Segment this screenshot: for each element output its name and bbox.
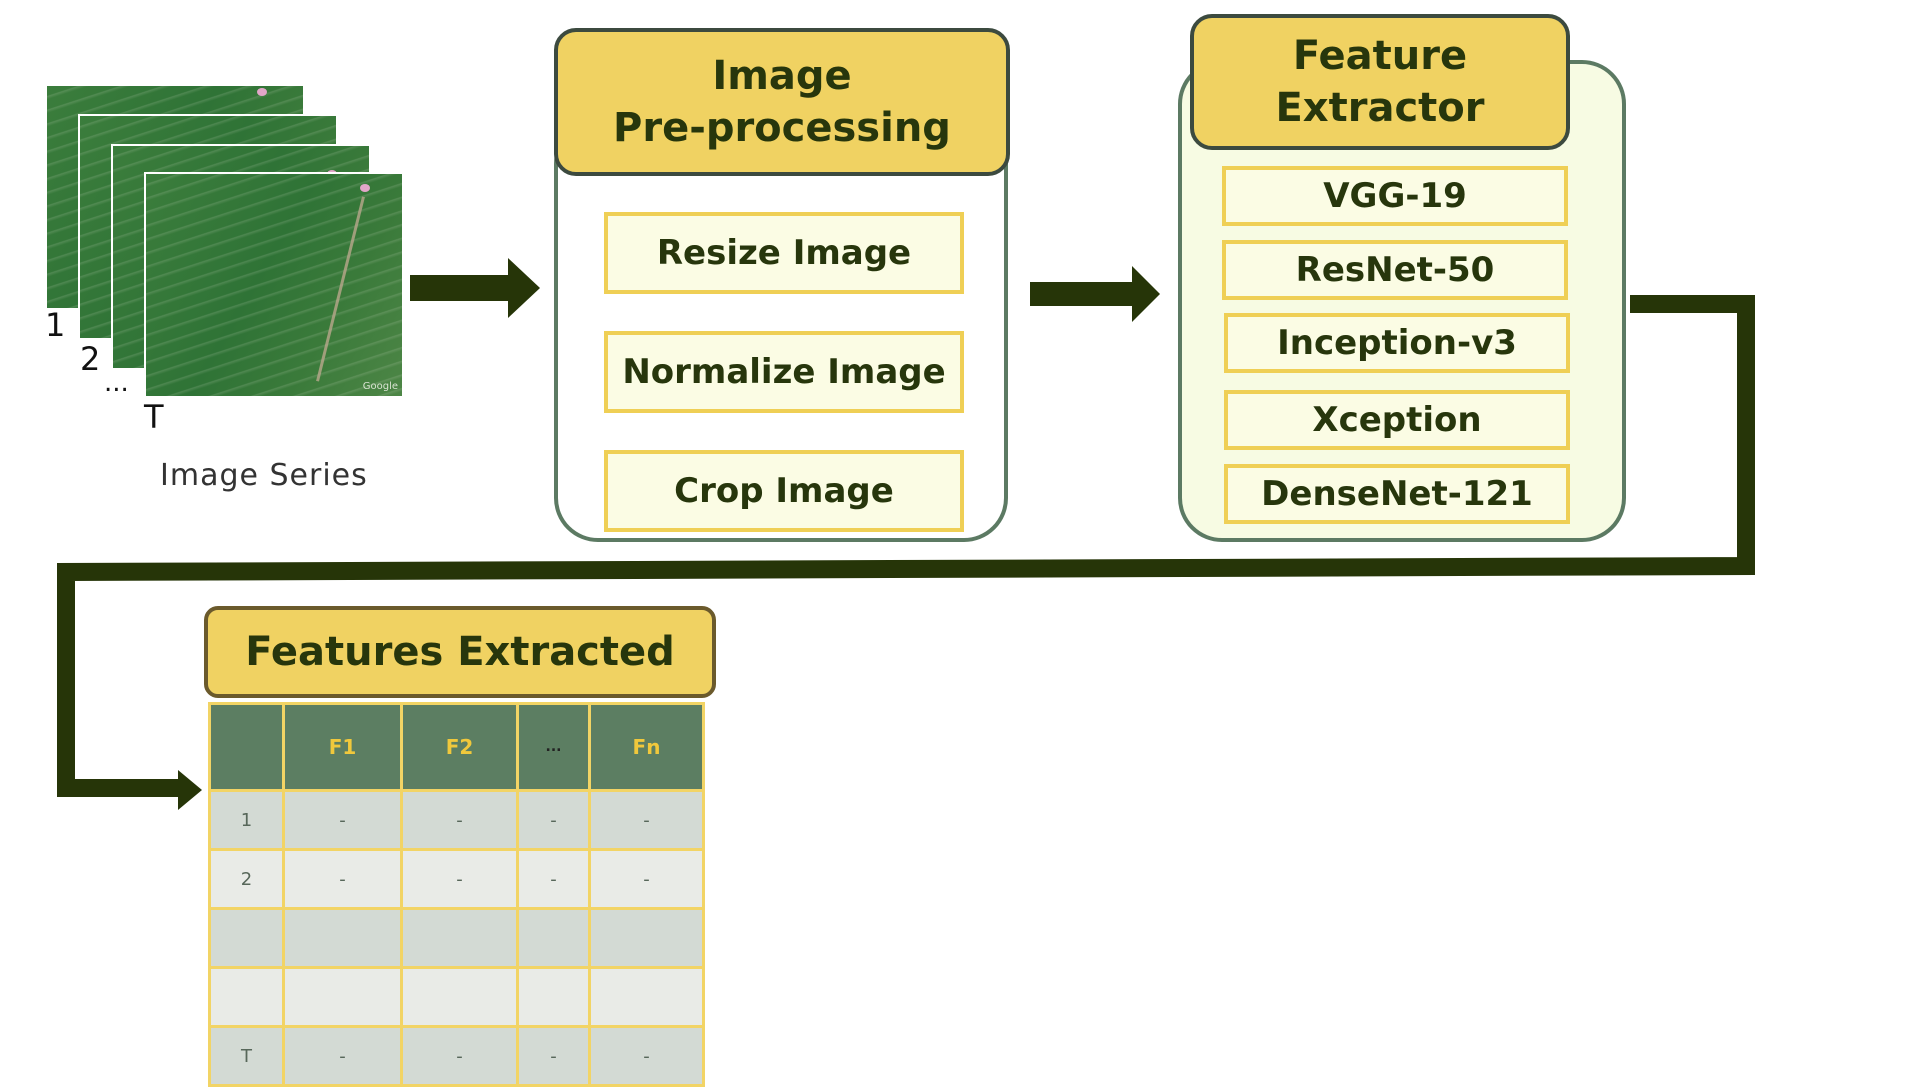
preprocessing-title: Image Pre-processing bbox=[554, 28, 1010, 176]
table-cell bbox=[400, 907, 519, 969]
image-series-caption: Image Series bbox=[160, 458, 368, 493]
feature-extractor-title: Feature Extractor bbox=[1190, 14, 1570, 150]
satellite-image-frame: Google bbox=[144, 172, 404, 398]
table-cell: - bbox=[282, 789, 403, 851]
model-vgg19: VGG-19 bbox=[1222, 166, 1568, 226]
table-row: 2 - - - - bbox=[208, 848, 705, 910]
frame-label-T: T bbox=[144, 398, 164, 436]
table-cell: - bbox=[282, 848, 403, 910]
table-cell: - bbox=[400, 789, 519, 851]
map-watermark: Google bbox=[362, 381, 398, 392]
table-cell: - bbox=[588, 789, 705, 851]
road-line bbox=[316, 196, 365, 382]
column-header: F1 bbox=[282, 702, 403, 792]
table-cell: - bbox=[516, 1025, 591, 1087]
table-row: T - - - - bbox=[208, 1025, 705, 1087]
table-cell: - bbox=[516, 789, 591, 851]
table-cell: - bbox=[400, 1025, 519, 1087]
column-header: ... bbox=[516, 702, 591, 792]
table-cell: - bbox=[516, 848, 591, 910]
frame-label-1: 1 bbox=[45, 306, 66, 344]
crop-image-step: Crop Image bbox=[604, 450, 964, 532]
model-resnet50: ResNet-50 bbox=[1222, 240, 1568, 300]
features-table: F1 F2 ... Fn 1 - - - - 2 - - - - bbox=[208, 702, 705, 1087]
table-cell: - bbox=[282, 1025, 403, 1087]
table-cell bbox=[208, 907, 285, 969]
table-cell: 1 bbox=[208, 789, 285, 851]
normalize-image-step: Normalize Image bbox=[604, 331, 964, 413]
features-extracted-title: Features Extracted bbox=[204, 606, 716, 698]
table-cell bbox=[208, 966, 285, 1028]
column-header bbox=[208, 702, 285, 792]
table-cell: - bbox=[400, 848, 519, 910]
table-header-row: F1 F2 ... Fn bbox=[208, 702, 705, 792]
highlight-dot bbox=[360, 184, 370, 192]
resize-image-step: Resize Image bbox=[604, 212, 964, 294]
table-row bbox=[208, 907, 705, 969]
arrow-series-to-preprocessing bbox=[410, 258, 540, 318]
table-cell: - bbox=[588, 1025, 705, 1087]
frame-label-ellipsis: ... bbox=[104, 368, 129, 398]
table-cell bbox=[400, 966, 519, 1028]
model-inception-v3: Inception-v3 bbox=[1224, 313, 1570, 373]
arrow-extractor-to-table bbox=[57, 295, 1755, 810]
frame-label-2: 2 bbox=[80, 340, 101, 378]
column-header: Fn bbox=[588, 702, 705, 792]
table-cell bbox=[516, 966, 591, 1028]
highlight-dot bbox=[257, 88, 267, 96]
table-cell bbox=[282, 966, 403, 1028]
table-row bbox=[208, 966, 705, 1028]
table-cell: - bbox=[588, 848, 705, 910]
table-cell: 2 bbox=[208, 848, 285, 910]
column-header: F2 bbox=[400, 702, 519, 792]
model-densenet121: DenseNet-121 bbox=[1224, 464, 1570, 524]
table-row: 1 - - - - bbox=[208, 789, 705, 851]
table-cell bbox=[516, 907, 591, 969]
table-cell: T bbox=[208, 1025, 285, 1087]
table-cell bbox=[588, 966, 705, 1028]
model-xception: Xception bbox=[1224, 390, 1570, 450]
table-cell bbox=[282, 907, 403, 969]
arrow-preprocessing-to-extractor bbox=[1030, 266, 1160, 322]
table-cell bbox=[588, 907, 705, 969]
